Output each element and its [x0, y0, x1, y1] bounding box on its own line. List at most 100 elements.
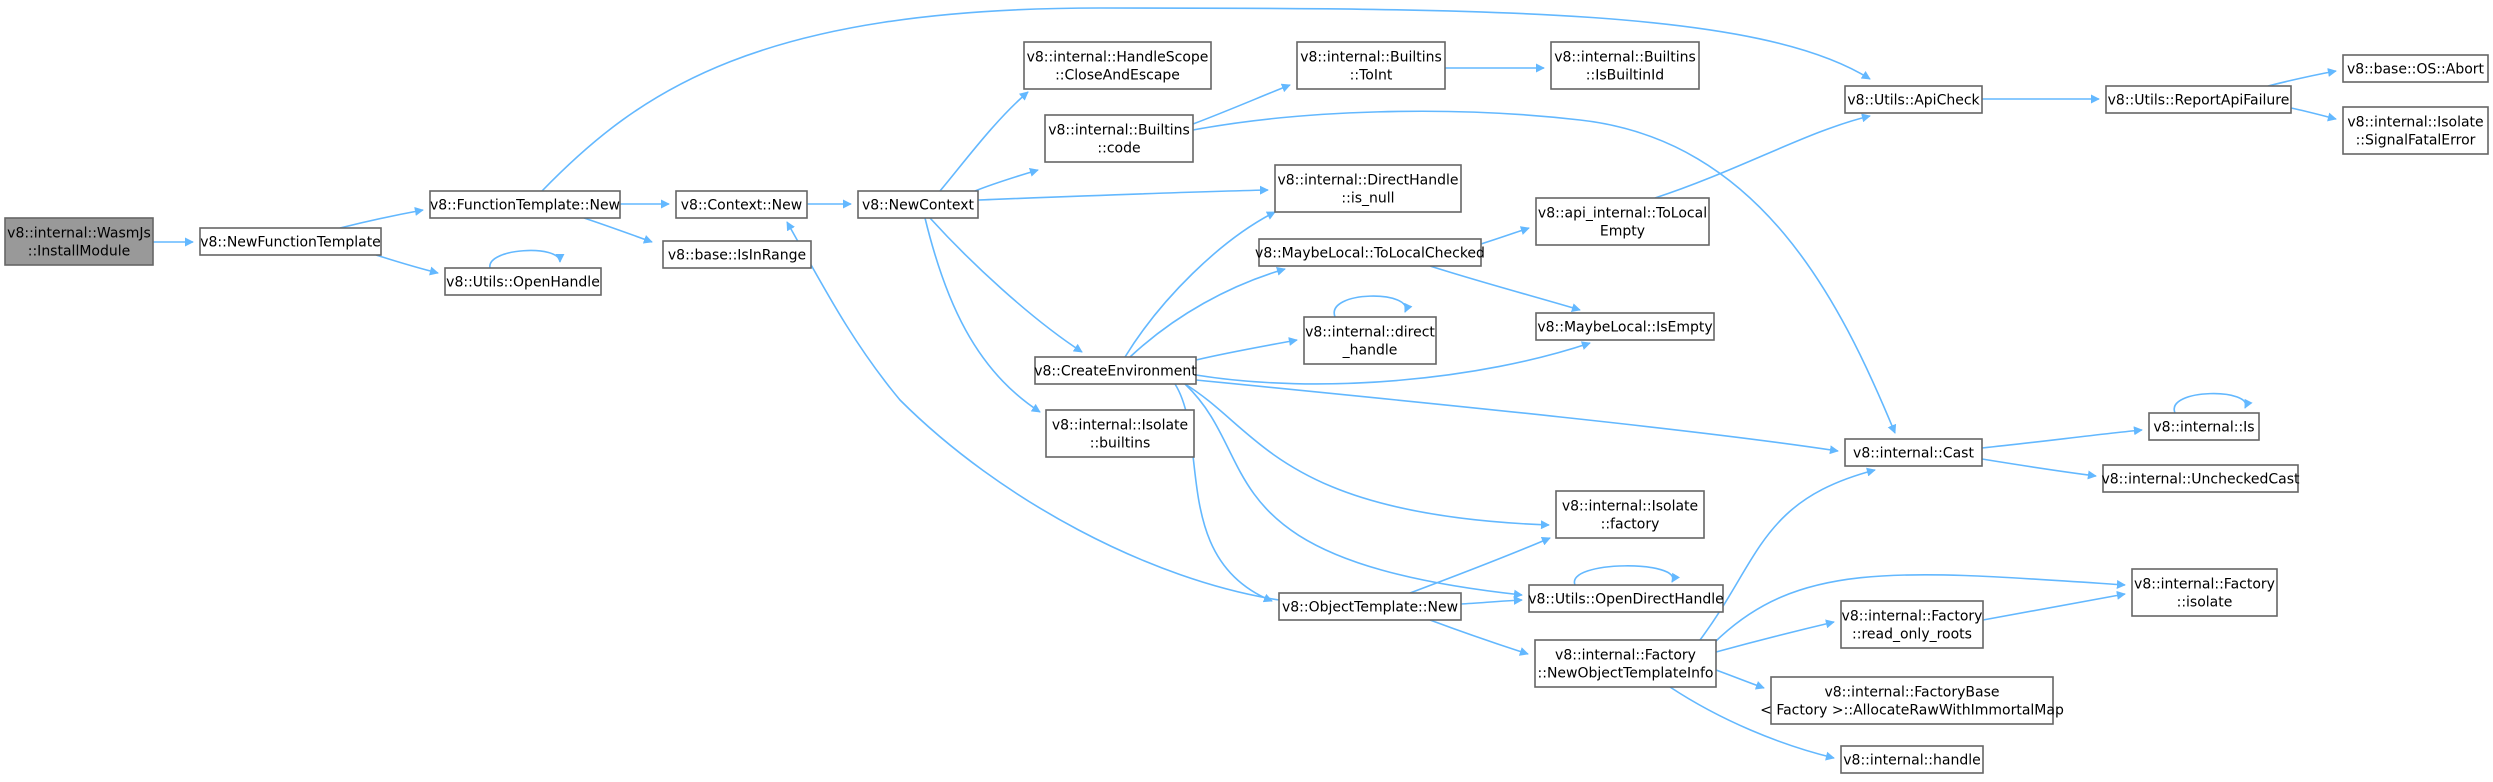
node-box	[1278, 592, 1462, 621]
node-label: Empty	[1600, 224, 1645, 240]
node-utils_open_handle[interactable]: v8::Utils::OpenHandle	[444, 267, 602, 296]
node-label: _handle	[1342, 343, 1398, 359]
node-internal_cast[interactable]: v8::internal::Cast	[1844, 438, 1983, 467]
node-factory_newobjecttemplateinfo[interactable]: v8::internal::Factory::NewObjectTemplate…	[1534, 639, 1717, 688]
node-label: ::is_null	[1341, 191, 1394, 207]
edge-builtins_code-to-internal_cast	[1192, 110, 1897, 434]
node-label: v8::Utils::OpenHandle	[446, 275, 600, 291]
edge-utils_open_handle-to-utils_open_handle	[489, 249, 565, 269]
node-isolate_factory[interactable]: v8::internal::Isolate::factory	[1555, 490, 1705, 539]
node-label: v8::internal::Factory	[1555, 648, 1696, 664]
node-builtins_code[interactable]: v8::internal::Builtins::code	[1044, 114, 1194, 163]
edge-path	[1715, 669, 1765, 690]
node-factory_read_only_roots[interactable]: v8::internal::Factory::read_only_roots	[1840, 600, 1984, 649]
edge-path	[1480, 226, 1530, 245]
node-label: v8::Utils::ApiCheck	[1847, 93, 1980, 109]
node-factory_isolate[interactable]: v8::internal::Factory::isolate	[2131, 568, 2278, 617]
edge-create_environment-to-isolate_factory	[1184, 383, 1550, 530]
node-builtins_toint[interactable]: v8::internal::Builtins::ToInt	[1296, 41, 1446, 90]
node-isolate_builtins[interactable]: v8::internal::Isolate::builtins	[1045, 409, 1195, 458]
edge-path	[1715, 573, 2126, 642]
edge-internal_direct_handle-to-internal_direct_handle	[1333, 295, 1413, 318]
edges-layer	[152, 7, 2337, 761]
node-box	[1844, 85, 1983, 114]
edge-create_environment-to-object_template_new	[1174, 383, 1273, 603]
node-label: v8::internal::UncheckedCast	[2101, 472, 2300, 488]
edge-factory_read_only_roots-to-factory_isolate	[1982, 590, 2126, 621]
node-is_in_range[interactable]: v8::base::IsInRange	[662, 240, 812, 269]
node-new_function_template[interactable]: v8::NewFunctionTemplate	[199, 227, 382, 256]
node-label: v8::MaybeLocal::IsEmpty	[1537, 320, 1712, 336]
node-internal_direct_handle[interactable]: v8::internal::direct_handle	[1303, 316, 1437, 365]
node-box	[2131, 568, 2278, 617]
edge-path	[375, 254, 439, 276]
node-box	[1034, 356, 1197, 385]
edge-new_context-to-direct_handle_is_null	[977, 185, 1269, 201]
edge-factory_newobjecttemplateinfo-to-factory_read_only_roots	[1715, 619, 1835, 653]
node-utils_apicheck[interactable]: v8::Utils::ApiCheck	[1844, 85, 1983, 114]
node-maybelocal_tolocalchecked[interactable]: v8::MaybeLocal::ToLocalChecked	[1255, 238, 1485, 267]
edge-new_context-to-isolate_builtins	[924, 217, 1041, 413]
node-function_template_new[interactable]: v8::FunctionTemplate::New	[429, 190, 621, 219]
node-box	[444, 267, 602, 296]
node-internal_handle[interactable]: v8::internal::handle	[1840, 745, 1984, 774]
node-utils_opendirecthandle[interactable]: v8::Utils::OpenDirectHandle	[1528, 584, 1724, 613]
node-label: ::SignalFatalError	[2356, 133, 2476, 149]
edge-utils_opendirecthandle-to-utils_opendirecthandle	[1573, 565, 1680, 586]
node-maybelocal_isempty[interactable]: v8::MaybeLocal::IsEmpty	[1535, 312, 1715, 341]
node-box	[1023, 41, 1212, 90]
node-label: v8::base::OS::Abort	[2347, 62, 2485, 78]
edge-path	[977, 185, 1269, 201]
node-context_new[interactable]: v8::Context::New	[675, 190, 808, 219]
edge-path	[974, 168, 1039, 192]
node-label: v8::Utils::ReportApiFailure	[2108, 93, 2290, 109]
edge-create_environment-to-utils_opendirecthandle	[1184, 383, 1523, 599]
edge-function_template_new-to-is_in_range	[583, 217, 653, 244]
edge-path	[1174, 383, 1273, 603]
edge-object_template_new-to-utils_opendirecthandle	[1460, 595, 1523, 605]
node-box	[675, 190, 808, 219]
node-label: v8::NewFunctionTemplate	[200, 235, 381, 251]
node-label: v8::internal::DirectHandle	[1277, 173, 1458, 189]
node-box	[662, 240, 812, 269]
node-direct_handle_is_null[interactable]: v8::internal::DirectHandle::is_null	[1274, 164, 1462, 213]
node-label: v8::internal::Builtins	[1554, 50, 1696, 66]
edge-path	[1981, 426, 2143, 449]
edge-path	[1192, 110, 1897, 434]
node-handle_scope_close[interactable]: v8::internal::HandleScope::CloseAndEscap…	[1023, 41, 1212, 90]
edge-create_environment-to-maybelocal_tolocalchecked	[1129, 266, 1286, 358]
node-builtins_isbuiltinid[interactable]: v8::internal::Builtins::IsBuiltinId	[1550, 41, 1700, 90]
edge-maybelocal_tolocalchecked-to-maybelocal_isempty	[1429, 265, 1581, 312]
edge-path	[939, 91, 1029, 192]
edge-path	[1429, 619, 1529, 656]
node-box	[1535, 197, 1710, 246]
node-new_context[interactable]: v8::NewContext	[857, 190, 979, 219]
node-label: ::code	[1097, 141, 1140, 157]
node-label: v8::CreateEnvironment	[1034, 364, 1197, 380]
edge-internal_cast-to-internal_is	[1981, 426, 2143, 449]
node-box	[1528, 584, 1724, 613]
node-internal_uncheckedcast[interactable]: v8::internal::UncheckedCast	[2101, 464, 2300, 493]
node-utils_reportapifailure[interactable]: v8::Utils::ReportApiFailure	[2105, 85, 2292, 114]
node-label: v8::api_internal::ToLocal	[1538, 206, 1707, 222]
node-install_module[interactable]: v8::internal::WasmJs::InstallModule	[4, 217, 154, 266]
edge-path	[1409, 537, 1551, 594]
node-label: ::InstallModule	[28, 244, 130, 260]
node-object_template_new[interactable]: v8::ObjectTemplate::New	[1278, 592, 1462, 621]
node-label: v8::Utils::OpenDirectHandle	[1528, 592, 1724, 608]
node-label: < Factory >::AllocateRawWithImmortalMap	[1760, 703, 2064, 719]
edge-path	[1184, 383, 1523, 599]
edge-create_environment-to-internal_direct_handle	[1195, 337, 1298, 361]
node-base_os_abort[interactable]: v8::base::OS::Abort	[2342, 54, 2489, 83]
edge-path	[1129, 266, 1286, 358]
edge-path	[1195, 379, 1839, 455]
node-label: v8::internal::Factory	[1842, 609, 1983, 625]
edge-path	[1333, 295, 1413, 318]
node-internal_is[interactable]: v8::internal::Is	[2148, 412, 2260, 441]
edge-path	[786, 221, 1280, 601]
node-create_environment[interactable]: v8::CreateEnvironment	[1034, 356, 1197, 385]
node-factorybase_allocateraw[interactable]: v8::internal::FactoryBase< Factory >::Al…	[1760, 676, 2064, 725]
node-label: v8::internal::Builtins	[1300, 50, 1442, 66]
node-isolate_signalfatalerror[interactable]: v8::internal::Isolate::SignalFatalError	[2342, 106, 2489, 155]
